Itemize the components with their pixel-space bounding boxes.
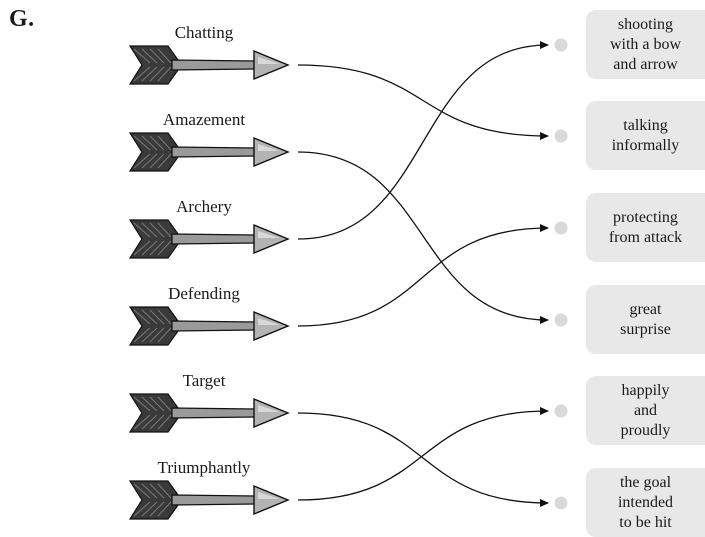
- connector-line: [297, 151, 549, 324]
- definition-line: the goal: [619, 473, 672, 491]
- term-label: Amazement: [163, 110, 245, 129]
- term-label: Triumphantly: [158, 458, 251, 477]
- term-item: Target: [128, 371, 290, 433]
- arrow-icon: [128, 480, 290, 520]
- definition-line: and arrow: [613, 55, 678, 73]
- answer-dot[interactable]: [554, 313, 568, 327]
- definition-text: protecting from attack: [609, 208, 682, 248]
- definition-line: great: [629, 300, 662, 318]
- connector-line: [297, 64, 549, 140]
- answer-dot[interactable]: [554, 38, 568, 52]
- answer-dots: [554, 38, 568, 510]
- definition-line: protecting: [613, 208, 678, 226]
- definition-line: shooting: [617, 15, 674, 33]
- answer-dot[interactable]: [554, 496, 568, 510]
- term-label: Archery: [176, 197, 232, 216]
- arrow-icon: [128, 393, 290, 433]
- definition-text: the goal intended to be hit: [618, 473, 673, 533]
- term-label: Target: [183, 371, 226, 390]
- connector-line: [297, 412, 549, 507]
- term-item: Defending: [128, 284, 290, 346]
- definition-line: happily: [621, 381, 670, 399]
- arrowhead-icon: [540, 316, 549, 324]
- term-arrows: ChattingAmazementArcheryDefendingTargetT…: [128, 23, 290, 520]
- definition-text: talking informally: [612, 116, 680, 156]
- arrow-icon: [128, 219, 290, 259]
- definition-box: protecting from attack: [586, 193, 705, 262]
- definition-box: happily and proudly: [586, 376, 705, 445]
- definition-text: happily and proudly: [621, 381, 671, 441]
- connector-line: [297, 224, 549, 327]
- arrowhead-icon: [540, 407, 549, 415]
- arrowhead-icon: [540, 41, 549, 49]
- term-label: Defending: [168, 284, 240, 303]
- arrow-icon: [128, 306, 290, 346]
- definition-box: shooting with a bow and arrow: [586, 10, 705, 79]
- definition-line: intended: [617, 493, 674, 511]
- connector-lines: [297, 41, 549, 507]
- term-label: Chatting: [175, 23, 234, 42]
- arrow-icon: [128, 45, 290, 85]
- definition-line: with a bow: [609, 35, 682, 53]
- definition-line: surprise: [620, 320, 671, 338]
- term-item: Triumphantly: [128, 458, 290, 520]
- definition-line: to be hit: [619, 513, 672, 531]
- term-item: Amazement: [128, 110, 290, 172]
- answer-dot[interactable]: [554, 221, 568, 235]
- section-letter: G.: [9, 6, 35, 32]
- definition-line: proudly: [620, 421, 671, 439]
- term-item: Archery: [128, 197, 290, 259]
- connector-line: [297, 407, 549, 501]
- term-item: Chatting: [128, 23, 290, 85]
- definition-text: shooting with a bow and arrow: [610, 15, 681, 75]
- answer-dot[interactable]: [554, 129, 568, 143]
- definition-text: great surprise: [620, 300, 671, 340]
- definition-box: talking informally: [586, 101, 705, 170]
- arrowhead-icon: [540, 224, 549, 232]
- answer-dot[interactable]: [554, 404, 568, 418]
- definition-box: the goal intended to be hit: [586, 468, 705, 537]
- arrow-icon: [128, 132, 290, 172]
- connector-line: [297, 41, 549, 240]
- definition-line: talking: [623, 116, 668, 134]
- definition-line: informally: [611, 136, 680, 154]
- definition-line: and: [633, 401, 658, 419]
- definition-line: from attack: [608, 228, 683, 246]
- definition-box: great surprise: [586, 285, 705, 354]
- arrowhead-icon: [540, 499, 549, 507]
- arrowhead-icon: [540, 132, 549, 140]
